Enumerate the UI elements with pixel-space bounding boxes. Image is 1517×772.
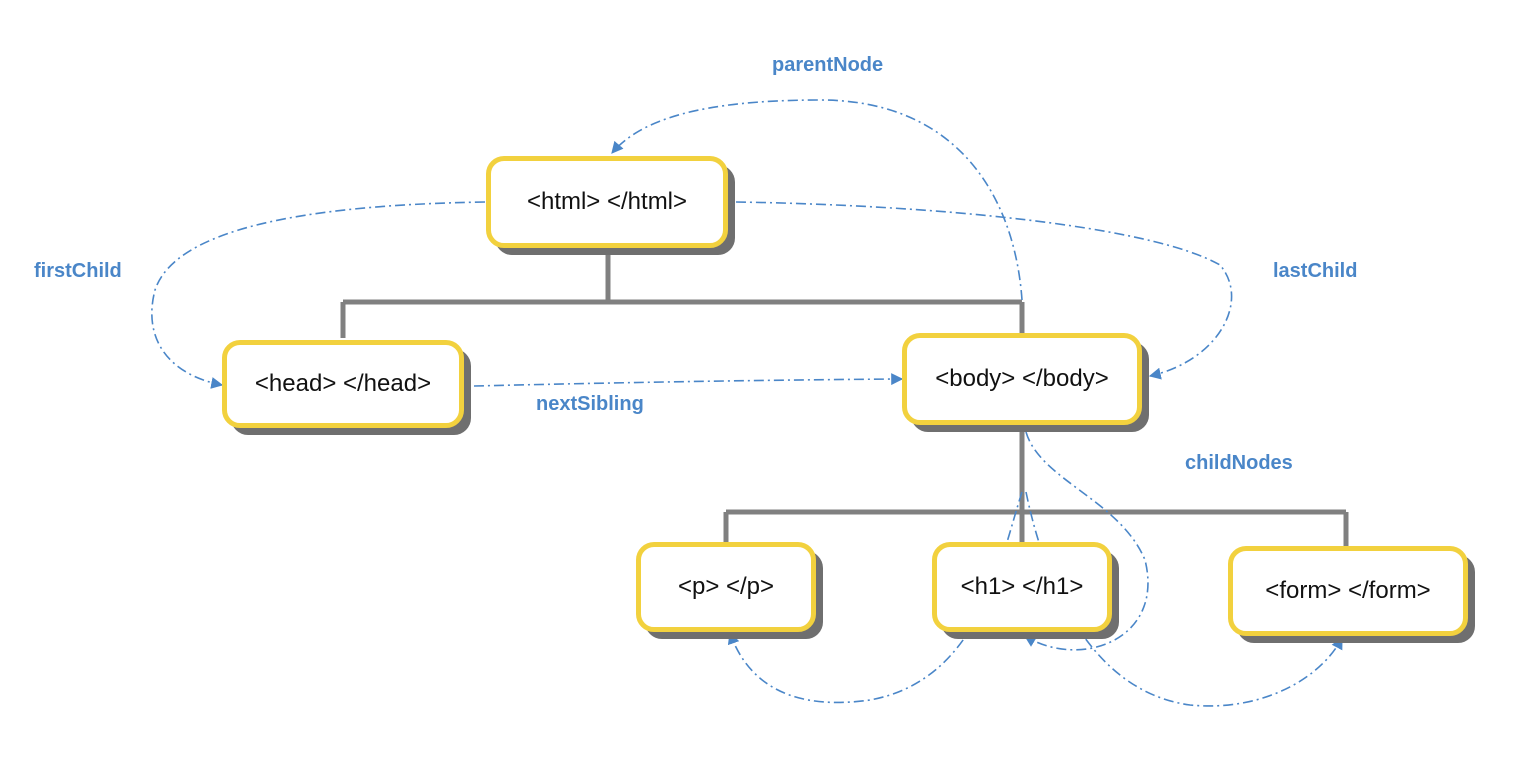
label-next-sibling: nextSibling [536,393,644,415]
node-form[interactable]: <form> </form> [1228,546,1468,636]
node-h1[interactable]: <h1> </h1> [932,542,1112,632]
node-html-label: <html> </html> [526,188,688,215]
label-child-nodes: childNodes [1185,452,1293,474]
label-parent-node: parentNode [772,54,884,76]
node-head[interactable]: <head> </head> [222,340,464,428]
node-h1-label: <h1> </h1> [960,573,1084,600]
node-body[interactable]: <body> </body> [902,333,1142,425]
child-nodes-h1-arrow [1023,431,1149,651]
label-last-child: lastChild [1273,260,1358,282]
next-sibling-arrow [473,373,904,387]
last-child-arrow [735,201,1233,380]
parent-node-arrow [611,99,1023,301]
label-first-child: firstChild [34,260,122,282]
node-head-label: <head> </head> [254,370,432,397]
tree-connector-body-children [723,425,1349,548]
node-p[interactable]: <p> </p> [636,542,816,632]
node-html[interactable]: <html> </html> [486,156,728,248]
node-p-label: <p> </p> [677,573,775,600]
node-body-label: <body> </body> [935,365,1109,392]
node-form-label: <form> </form> [1265,577,1431,604]
tree-connector-html-children [340,252,1025,338]
